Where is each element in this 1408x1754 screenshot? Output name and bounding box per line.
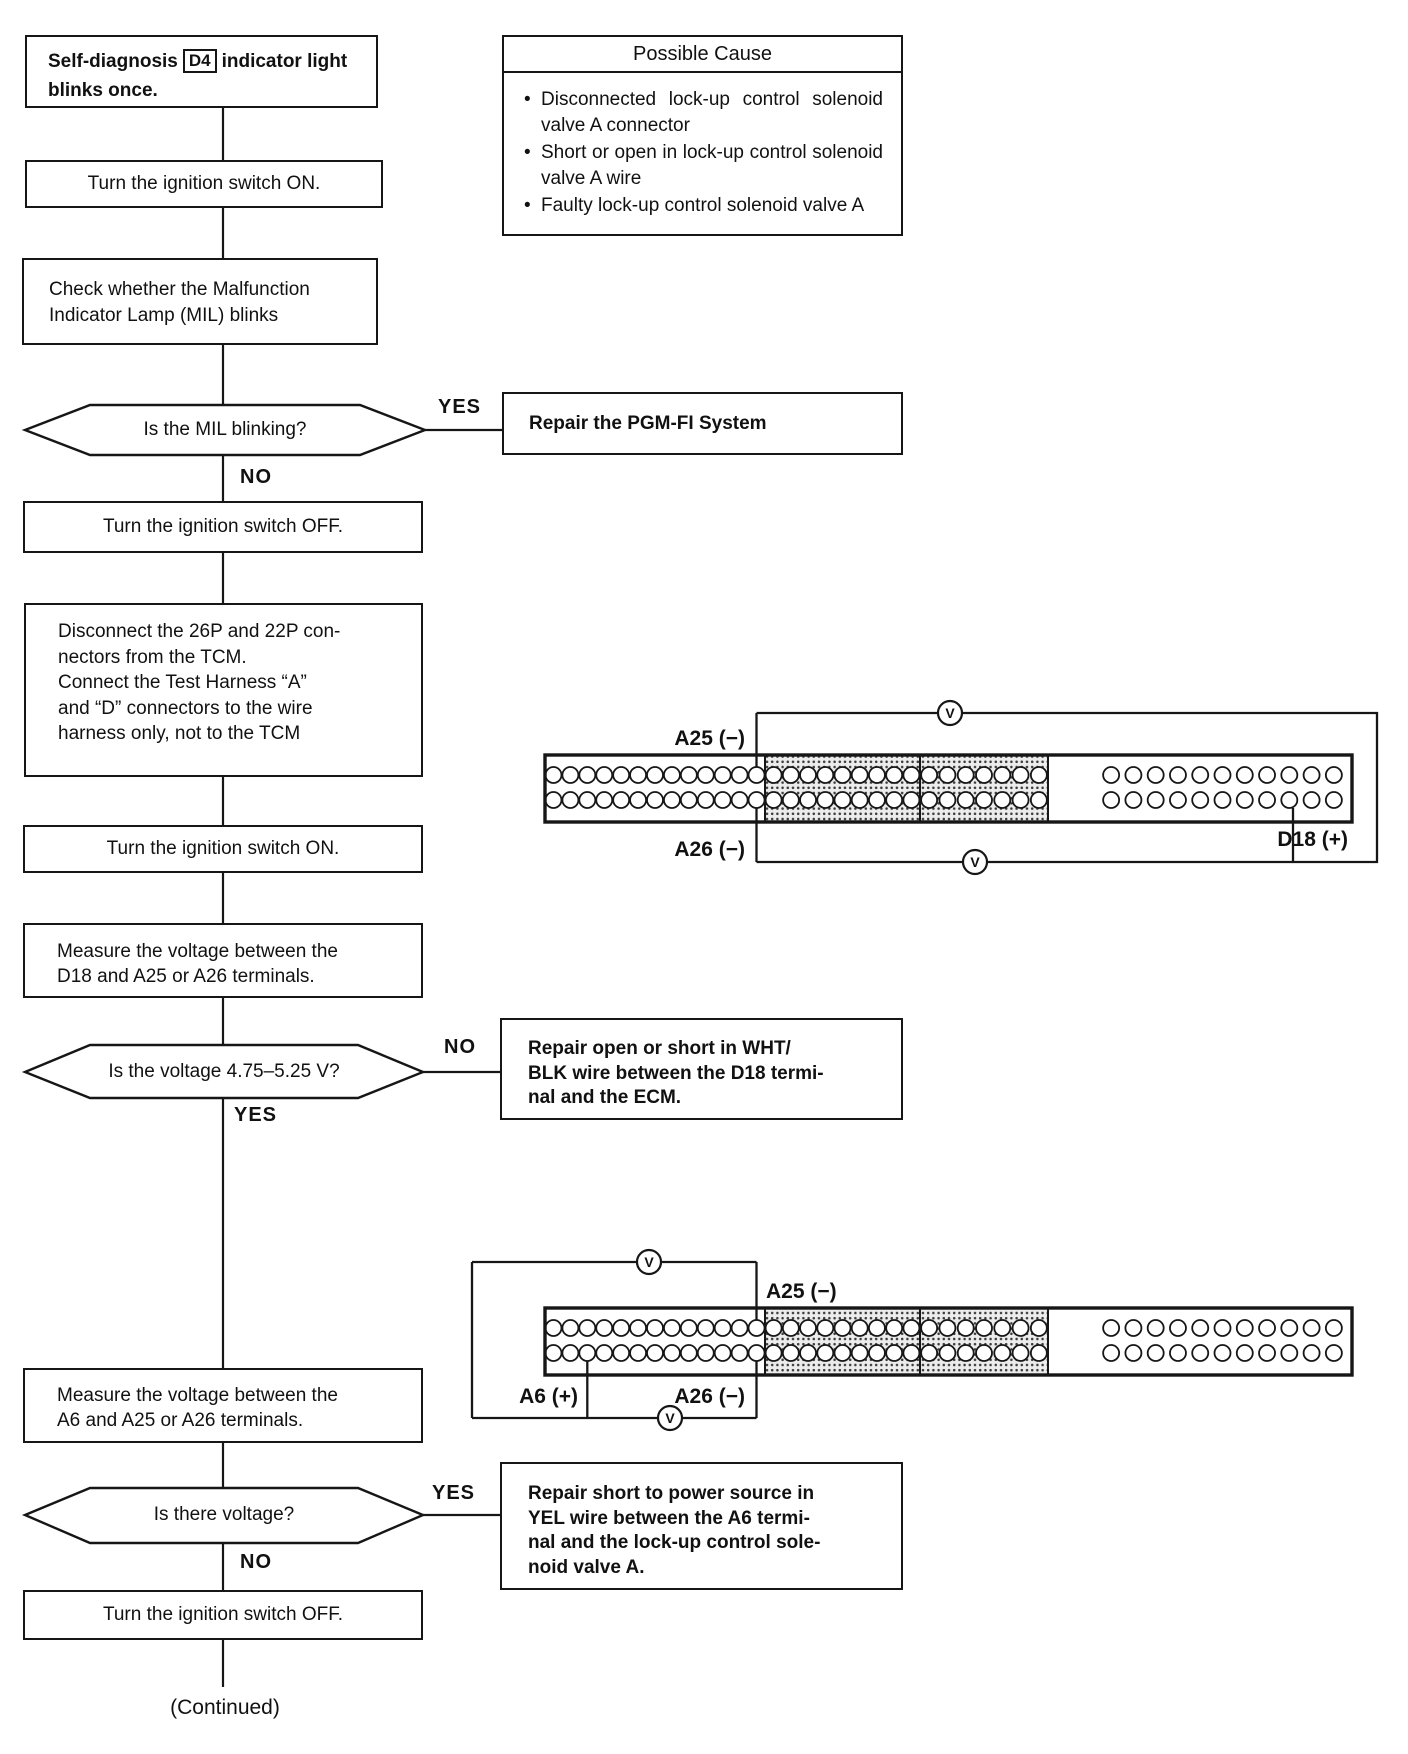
hexagon-mil-blinking xyxy=(21,403,429,457)
terminal-label-a25: A25 (−) xyxy=(674,727,745,750)
step-label: Turn the ignition switch ON. xyxy=(106,838,340,859)
terminal-label-a25: A25 (−) xyxy=(766,1280,837,1303)
branch-yes-label: YES xyxy=(234,1104,278,1126)
action-repair-pgmfi: Repair the PGM-FI System xyxy=(502,392,903,455)
action-line: BLK wire between the D18 termi- xyxy=(528,1062,824,1084)
step-line: Connect the Test Harness “A” xyxy=(58,672,307,693)
action-line: Repair short to power source in xyxy=(528,1483,815,1504)
action-line: nal and the lock-up control sole- xyxy=(528,1532,821,1553)
step-line: Indicator Lamp (MIL) blinks xyxy=(49,305,279,326)
voltmeter-icon: V xyxy=(644,1254,654,1270)
terminal-label-a6: A6 (+) xyxy=(519,1385,578,1408)
bullet-icon: • xyxy=(524,195,531,216)
start-text-post: indicator light xyxy=(221,51,348,72)
step-measure-a6: Measure the voltage between the A6 and A… xyxy=(23,1368,423,1443)
action-line: noid valve A. xyxy=(528,1556,645,1578)
voltmeter-icon: V xyxy=(945,705,955,721)
possible-cause-text: Disconnected lock-up control solenoid va… xyxy=(541,89,883,136)
connector-strip-2 xyxy=(543,1306,1354,1377)
action-repair-wht-blk: Repair open or short in WHT/ BLK wire be… xyxy=(500,1018,903,1120)
step-label: Turn the ignition switch OFF. xyxy=(102,516,344,537)
step-line: harness only, not to the TCM xyxy=(58,723,301,744)
step-check-mil: Check whether the Malfunction Indicator … xyxy=(22,258,378,345)
step-disconnect-connectors: Disconnect the 26P and 22P con- nectors … xyxy=(24,603,423,777)
voltmeter-symbols: V V V V xyxy=(635,699,989,1432)
step-line: Measure the voltage between the xyxy=(57,1385,338,1406)
action-line: YEL wire between the A6 termi- xyxy=(528,1507,810,1529)
step-ignition-on-1: Turn the ignition switch ON. xyxy=(25,160,383,208)
terminal-label-a26: A26 (−) xyxy=(674,838,745,861)
dtc-code-box: D4 xyxy=(182,49,217,73)
step-line: Disconnect the 26P and 22P con- xyxy=(58,621,341,642)
step-label: Turn the ignition switch OFF. xyxy=(102,1604,344,1625)
step-line: Check whether the Malfunction xyxy=(49,279,310,300)
action-repair-yel: Repair short to power source in YEL wire… xyxy=(500,1462,903,1590)
hexagon-there-voltage xyxy=(21,1486,427,1545)
possible-cause-text: Short or open in lock-up control solenoi… xyxy=(541,142,883,189)
voltmeter-icon: V xyxy=(970,854,980,870)
step-label: Turn the ignition switch ON. xyxy=(87,173,321,194)
decision-voltage-range-label: Is the voltage 4.75–5.25 V? xyxy=(108,1061,340,1082)
branch-yes-label: YES xyxy=(432,1482,476,1504)
diagram1-wires xyxy=(755,711,1379,864)
possible-cause-item: • Short or open in lock-up control solen… xyxy=(524,140,883,191)
step-line: and “D” connectors to the wire xyxy=(58,697,313,719)
connector-strip-1 xyxy=(543,753,1354,824)
branch-no-label: NO xyxy=(240,466,272,488)
step-line: A6 and A25 or A26 terminals. xyxy=(57,1410,304,1431)
flow-connector-lines xyxy=(221,108,502,1687)
possible-cause-text: Faulty lock-up control solenoid valve A xyxy=(541,195,865,216)
bullet-icon: • xyxy=(524,142,531,163)
action-line: nal and the ECM. xyxy=(528,1087,682,1108)
step-line: D18 and A25 or A26 terminals. xyxy=(57,966,315,987)
decision-hexagons xyxy=(21,403,429,1545)
step-ignition-on-2: Turn the ignition switch ON. xyxy=(23,825,423,873)
hexagon-voltage-range xyxy=(21,1043,427,1100)
start-text-pre: Self-diagnosis xyxy=(48,51,178,72)
terminal-labels: A25 (−) A26 (−) D18 (+) A25 (−) A6 (+) A… xyxy=(519,727,1348,1408)
possible-cause-item: • Faulty lock-up control solenoid valve … xyxy=(524,193,883,219)
possible-cause-item: • Disconnected lock-up control solenoid … xyxy=(524,87,883,138)
step-ignition-off-2: Turn the ignition switch OFF. xyxy=(23,1590,423,1640)
terminal-label-d18: D18 (+) xyxy=(1277,828,1348,851)
branch-no-label: NO xyxy=(444,1036,476,1058)
continued-note: (Continued) xyxy=(170,1696,280,1719)
possible-cause-title: Possible Cause xyxy=(504,37,901,73)
diagram2-wires xyxy=(470,1260,758,1420)
voltmeter-icon: V xyxy=(665,1410,675,1426)
bullet-icon: • xyxy=(524,89,531,110)
branch-yes-label: YES xyxy=(438,396,482,418)
branch-no-label: NO xyxy=(240,1551,272,1573)
possible-cause-panel: Possible Cause • Disconnected lock-up co… xyxy=(502,35,903,236)
possible-cause-list: • Disconnected lock-up control solenoid … xyxy=(504,73,901,229)
step-measure-d18: Measure the voltage between the D18 and … xyxy=(23,923,423,998)
start-text-line2: blinks once. xyxy=(48,80,158,101)
step-line: Measure the voltage between the xyxy=(57,941,338,962)
step-line: nectors from the TCM. xyxy=(58,646,247,668)
action-line: Repair open or short in WHT/ xyxy=(528,1038,791,1059)
action-label: Repair the PGM-FI System xyxy=(529,412,767,434)
decision-there-voltage-label: Is there voltage? xyxy=(153,1504,295,1525)
decision-mil-blinking-label: Is the MIL blinking? xyxy=(143,419,307,440)
terminal-label-a26: A26 (−) xyxy=(674,1385,745,1408)
step-ignition-off-1: Turn the ignition switch OFF. xyxy=(23,501,423,553)
